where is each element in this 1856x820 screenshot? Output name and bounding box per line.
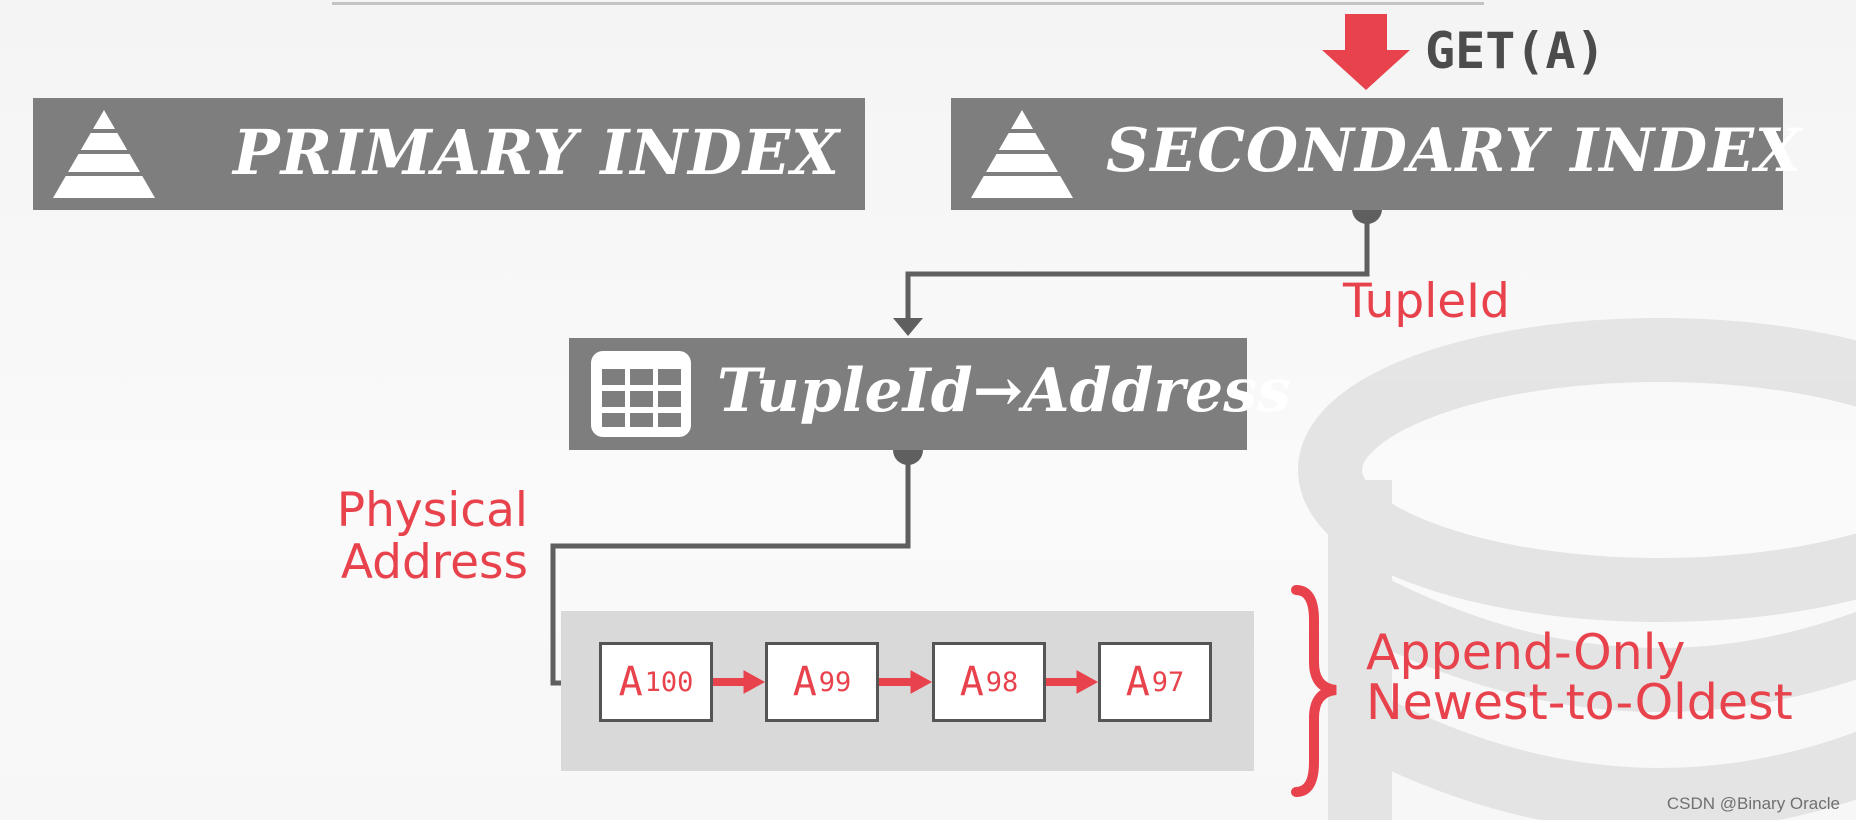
pyramid-icon [971, 110, 1073, 198]
append-only-line2: Newest-to-Oldest [1366, 674, 1793, 731]
version-sub: 97 [1151, 666, 1185, 698]
secondary-to-table-line [905, 210, 1370, 325]
version-sub: 99 [818, 666, 852, 698]
version-letter: A [1125, 659, 1150, 705]
watermark: CSDN @Binary Oracle [1666, 794, 1840, 813]
arrowhead-table [893, 318, 923, 336]
primary-index-label: PRIMARY INDEX [233, 116, 841, 189]
primary-index-box: PRIMARY INDEX [33, 98, 865, 210]
arrow-right-icon [743, 670, 766, 694]
append-only-label: Append-Only Newest-to-Oldest [1366, 628, 1793, 728]
append-only-line1: Append-Only [1366, 624, 1686, 681]
pyramid-icon [53, 110, 155, 198]
secondary-index-box: SECONDARY INDEX [951, 98, 1801, 210]
version-letter: A [959, 659, 984, 705]
arrow-right-icon [1076, 670, 1099, 694]
version-letter: A [618, 659, 643, 705]
database-cylinder-icon [1298, 318, 1856, 820]
mapping-table-box: TupleId→Address [569, 338, 1291, 450]
version-sub: 98 [985, 666, 1019, 698]
mapping-table-label: TupleId→Address [717, 356, 1291, 426]
get-request-label: GET(A) [1425, 22, 1606, 80]
brace-icon [1291, 585, 1337, 797]
secondary-index-label: SECONDARY INDEX [1106, 116, 1803, 186]
table-icon [591, 351, 691, 437]
arrow-right-icon [910, 670, 933, 694]
tuple-id-label: TupleId [1343, 274, 1510, 329]
top-rule [332, 2, 1484, 5]
version-sub: 100 [644, 666, 694, 698]
version-letter: A [792, 659, 817, 705]
request-down-arrow-icon [1322, 14, 1410, 90]
physical-address-line2: Address [340, 535, 528, 590]
physical-address-line1: Physical [336, 483, 528, 538]
physical-address-label: Physical Address [326, 485, 528, 589]
